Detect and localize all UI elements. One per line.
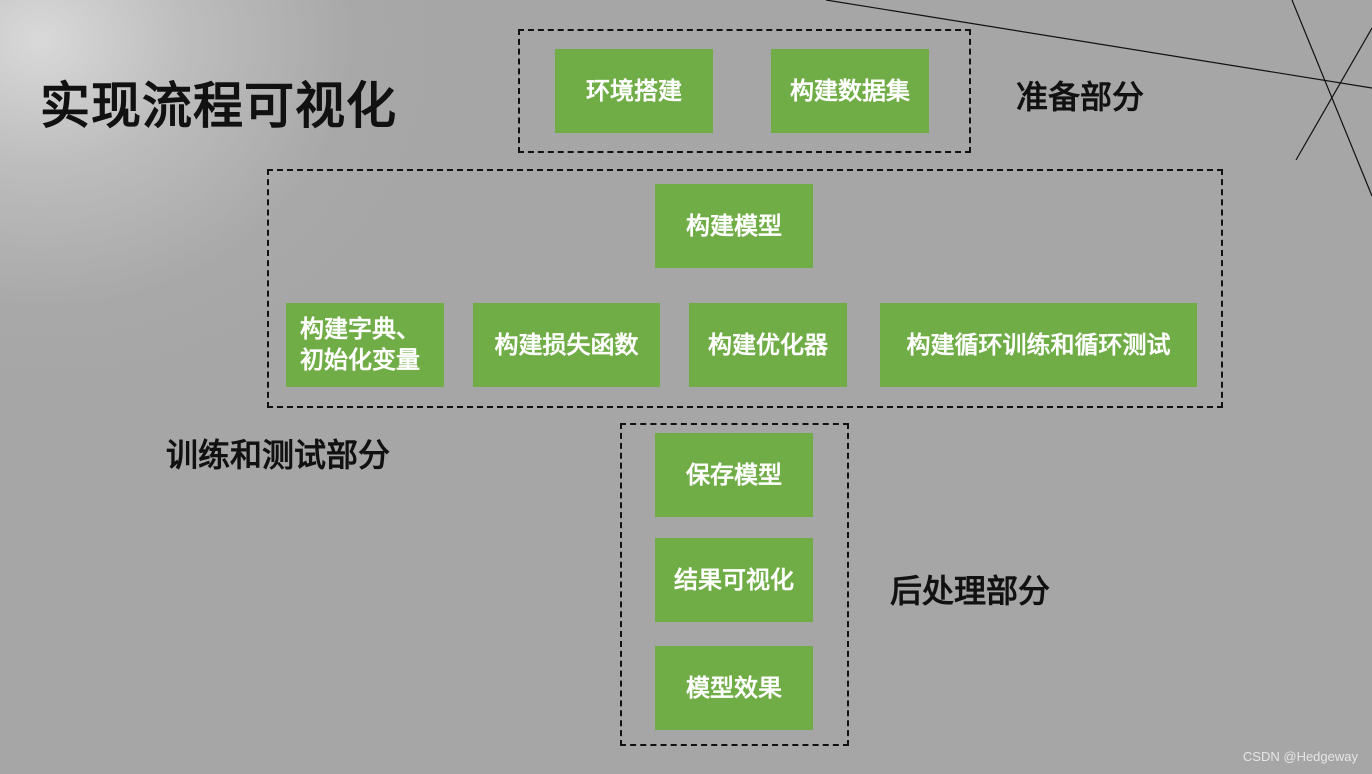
post-group-box [620,423,849,746]
node-build-train-test-loop: 构建循环训练和循环测试 [880,303,1197,387]
prep-section-label: 准备部分 [1016,78,1145,116]
node-save-model: 保存模型 [655,433,813,517]
node-build-dataset: 构建数据集 [771,49,929,133]
node-build-optimizer: 构建优化器 [689,303,847,387]
node-visualize-results: 结果可视化 [655,538,813,622]
node-model-performance: 模型效果 [655,646,813,730]
train-section-label: 训练和测试部分 [166,436,391,474]
post-section-label: 后处理部分 [890,572,1051,610]
page-title: 实现流程可视化 [40,77,397,135]
node-build-dict-init-vars: 构建字典、 初始化变量 [286,303,444,387]
watermark: CSDN @Hedgeway [1242,749,1358,764]
prep-group-box [518,29,971,153]
node-build-loss: 构建损失函数 [473,303,660,387]
node-env-setup: 环境搭建 [555,49,713,133]
train-group-box [267,169,1223,408]
node-line: 初始化变量 [300,346,420,374]
node-line: 构建字典、 [300,315,420,343]
node-build-model: 构建模型 [655,184,813,268]
